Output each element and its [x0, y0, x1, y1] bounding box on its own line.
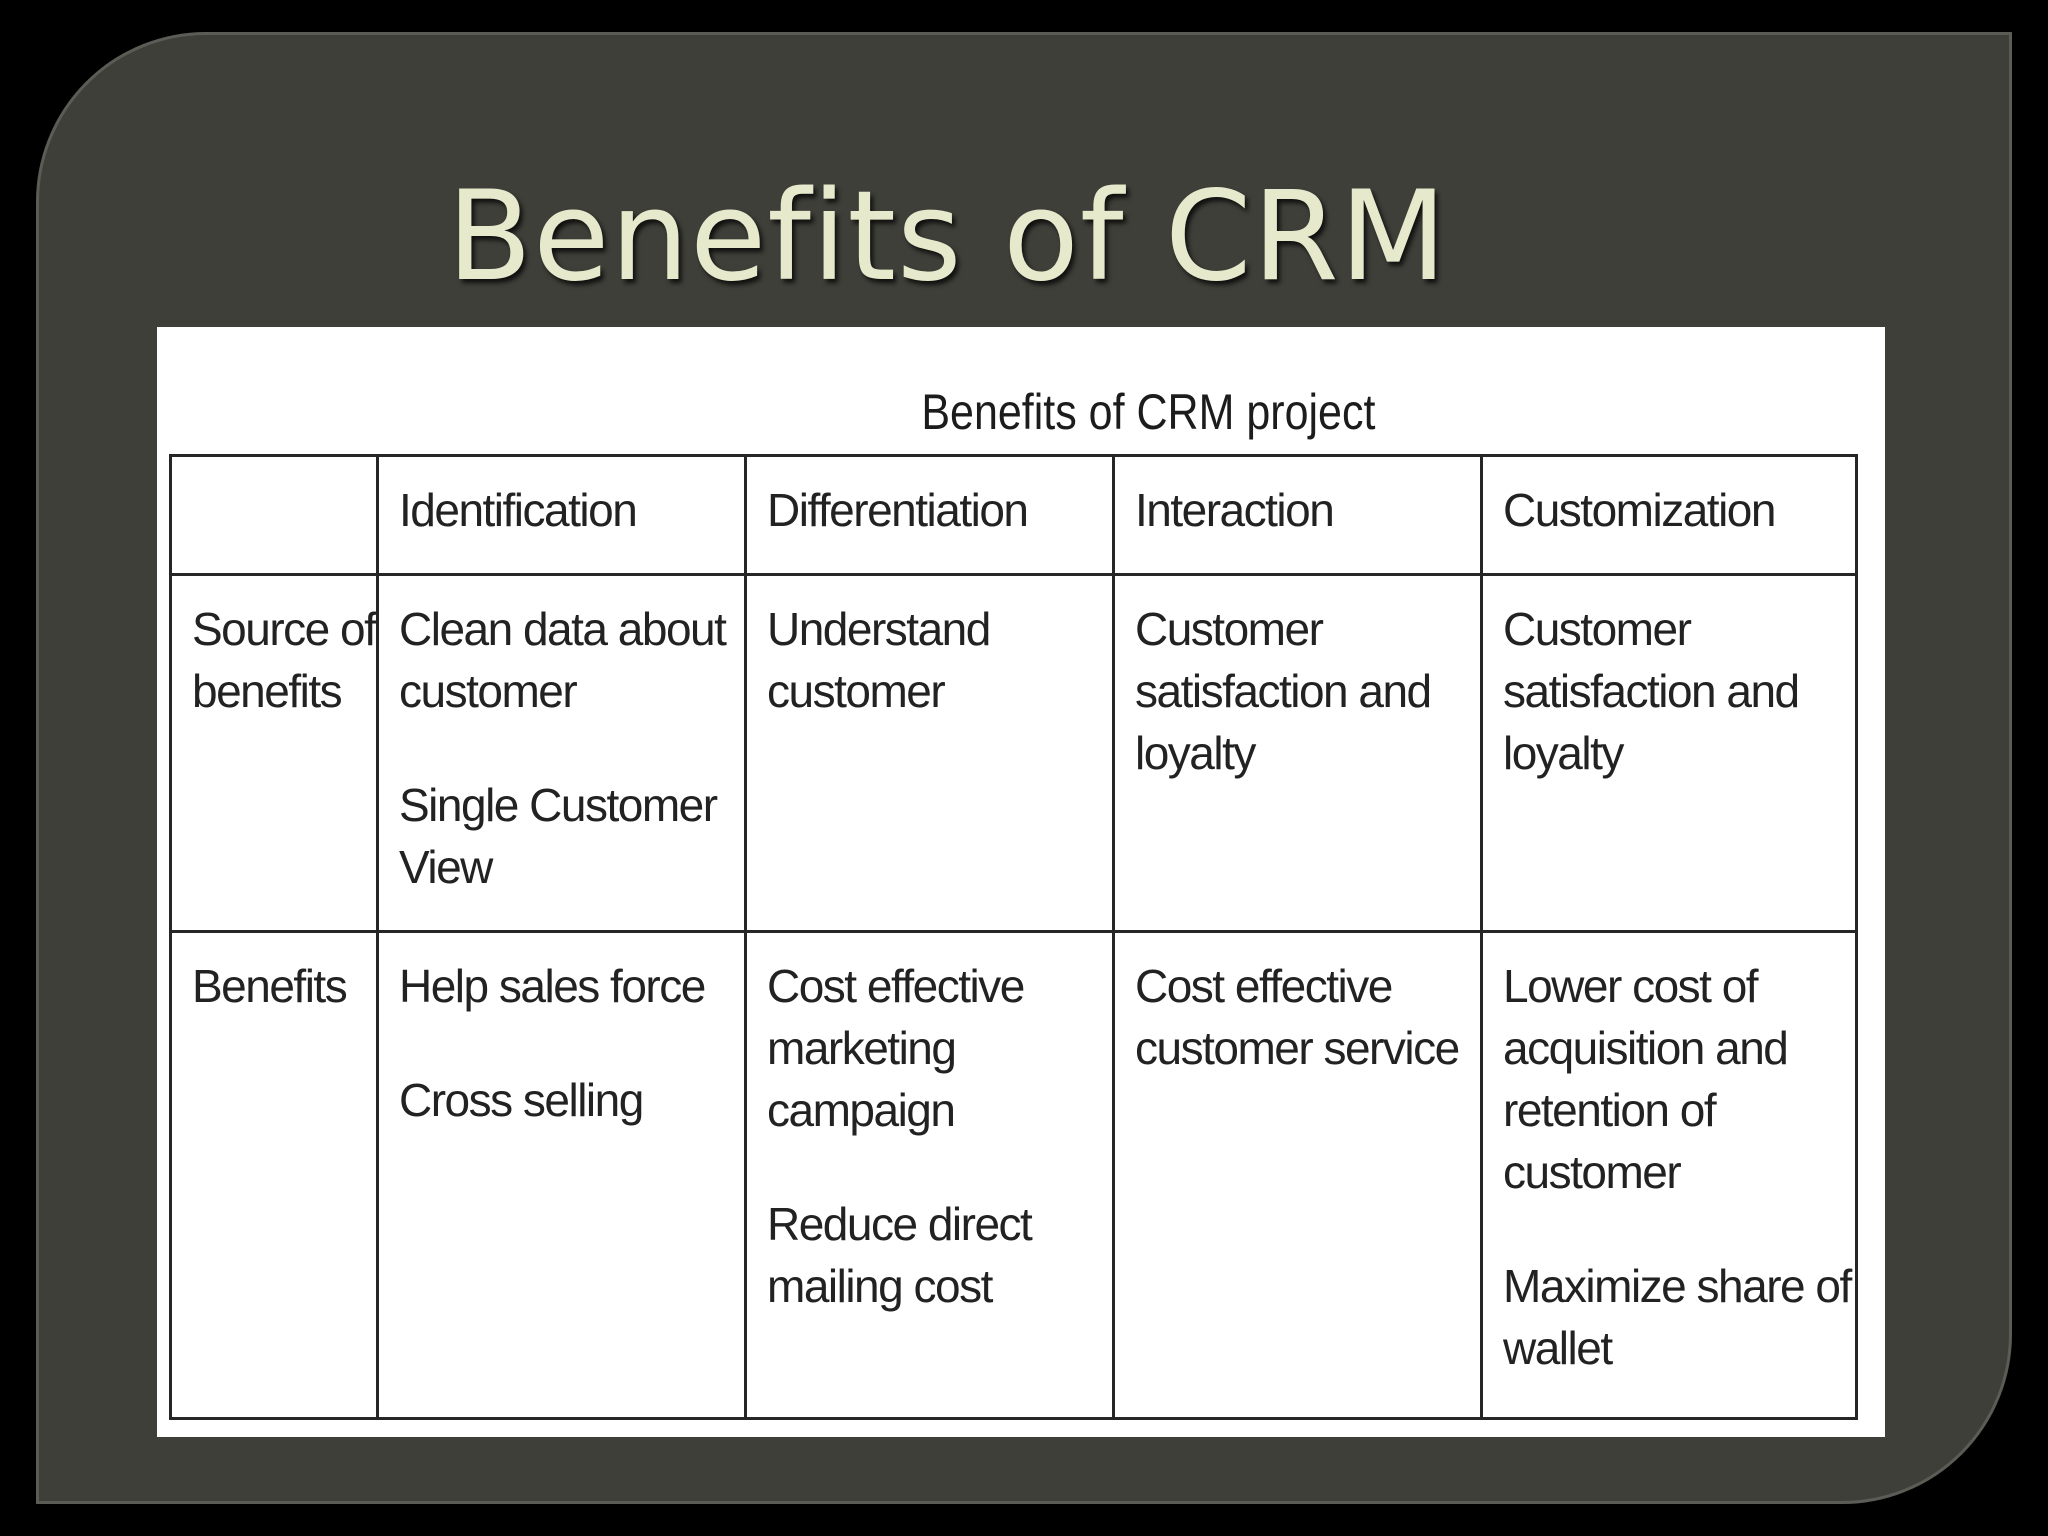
cell-benefits-differentiation: Cost effective marketing campaign Reduce… [744, 930, 1115, 1420]
cell-benefits-identification: Help sales force Cross selling [376, 930, 747, 1420]
cell-line: wallet [1503, 1322, 1613, 1374]
cell-source-interaction: Customer satisfaction and loyalty [1112, 573, 1483, 933]
cell-line: Benefits [192, 960, 348, 1012]
cell-line: customer service [1135, 1022, 1460, 1074]
cell-line: retention of [1503, 1084, 1717, 1136]
table-figure: Benefits of CRM project Identification D… [157, 327, 1885, 1437]
cell-line: customer [767, 665, 946, 717]
cell-line: Customer [1135, 603, 1324, 655]
cell-source-customization: Customer satisfaction and loyalty [1480, 573, 1858, 933]
cell-line: acquisition and [1503, 1022, 1789, 1074]
cell-line: View [399, 841, 493, 893]
table-row-source-of-benefits: Source of benefits Clean data about cust… [169, 573, 1858, 933]
cell-benefits-customization: Lower cost of acquisition and retention … [1480, 930, 1858, 1420]
cell-line: Customer [1503, 603, 1692, 655]
table-row-benefits: Benefits Help sales force Cross selling … [169, 930, 1858, 1420]
cell-line: Help sales force [399, 960, 706, 1012]
cell-line: Understand [767, 603, 991, 655]
cell-line: Maximize share of [1503, 1260, 1852, 1312]
cell-line: loyalty [1503, 727, 1624, 779]
cell-source-identification: Clean data about customer Single Custome… [376, 573, 747, 933]
cell-line: Reduce direct [767, 1198, 1033, 1250]
table-caption: Benefits of CRM project [921, 384, 1376, 440]
cell-line: Single Customer [399, 779, 718, 831]
slide-title: Benefits of CRM [447, 165, 1448, 309]
header-cell-interaction: Interaction [1112, 454, 1483, 576]
benefits-table: Identification Differentiation Interacti… [169, 454, 1858, 1420]
cell-benefits-interaction: Cost effective customer service [1112, 930, 1483, 1420]
cell-source-differentiation: Understand customer [744, 573, 1115, 933]
slide: Benefits of CRM Benefits of CRM project … [36, 32, 2012, 1504]
cell-line: satisfaction and [1135, 665, 1432, 717]
cell-line: Source of [192, 603, 377, 655]
cell-line: Lower cost of [1503, 960, 1759, 1012]
cell-line: Cost effective [767, 960, 1025, 1012]
header-cell-differentiation: Differentiation [744, 454, 1115, 576]
cell-line: customer [399, 665, 578, 717]
header-cell-identification: Identification [376, 454, 747, 576]
cell-line: customer [1503, 1146, 1682, 1198]
table-header-row: Identification Differentiation Interacti… [169, 454, 1858, 576]
cell-line: loyalty [1135, 727, 1256, 779]
row-label-source-of-benefits: Source of benefits [169, 573, 379, 933]
cell-line: satisfaction and [1503, 665, 1800, 717]
row-label-benefits: Benefits [169, 930, 379, 1420]
cell-line: Cost effective [1135, 960, 1393, 1012]
header-cell-customization: Customization [1480, 454, 1858, 576]
cell-line: marketing [767, 1022, 957, 1074]
cell-line: benefits [192, 665, 343, 717]
cell-line: mailing cost [767, 1260, 993, 1312]
header-cell-empty [169, 454, 379, 576]
cell-line: campaign [767, 1084, 956, 1136]
cell-line: Cross selling [399, 1074, 644, 1126]
cell-line: Clean data about [399, 603, 727, 655]
